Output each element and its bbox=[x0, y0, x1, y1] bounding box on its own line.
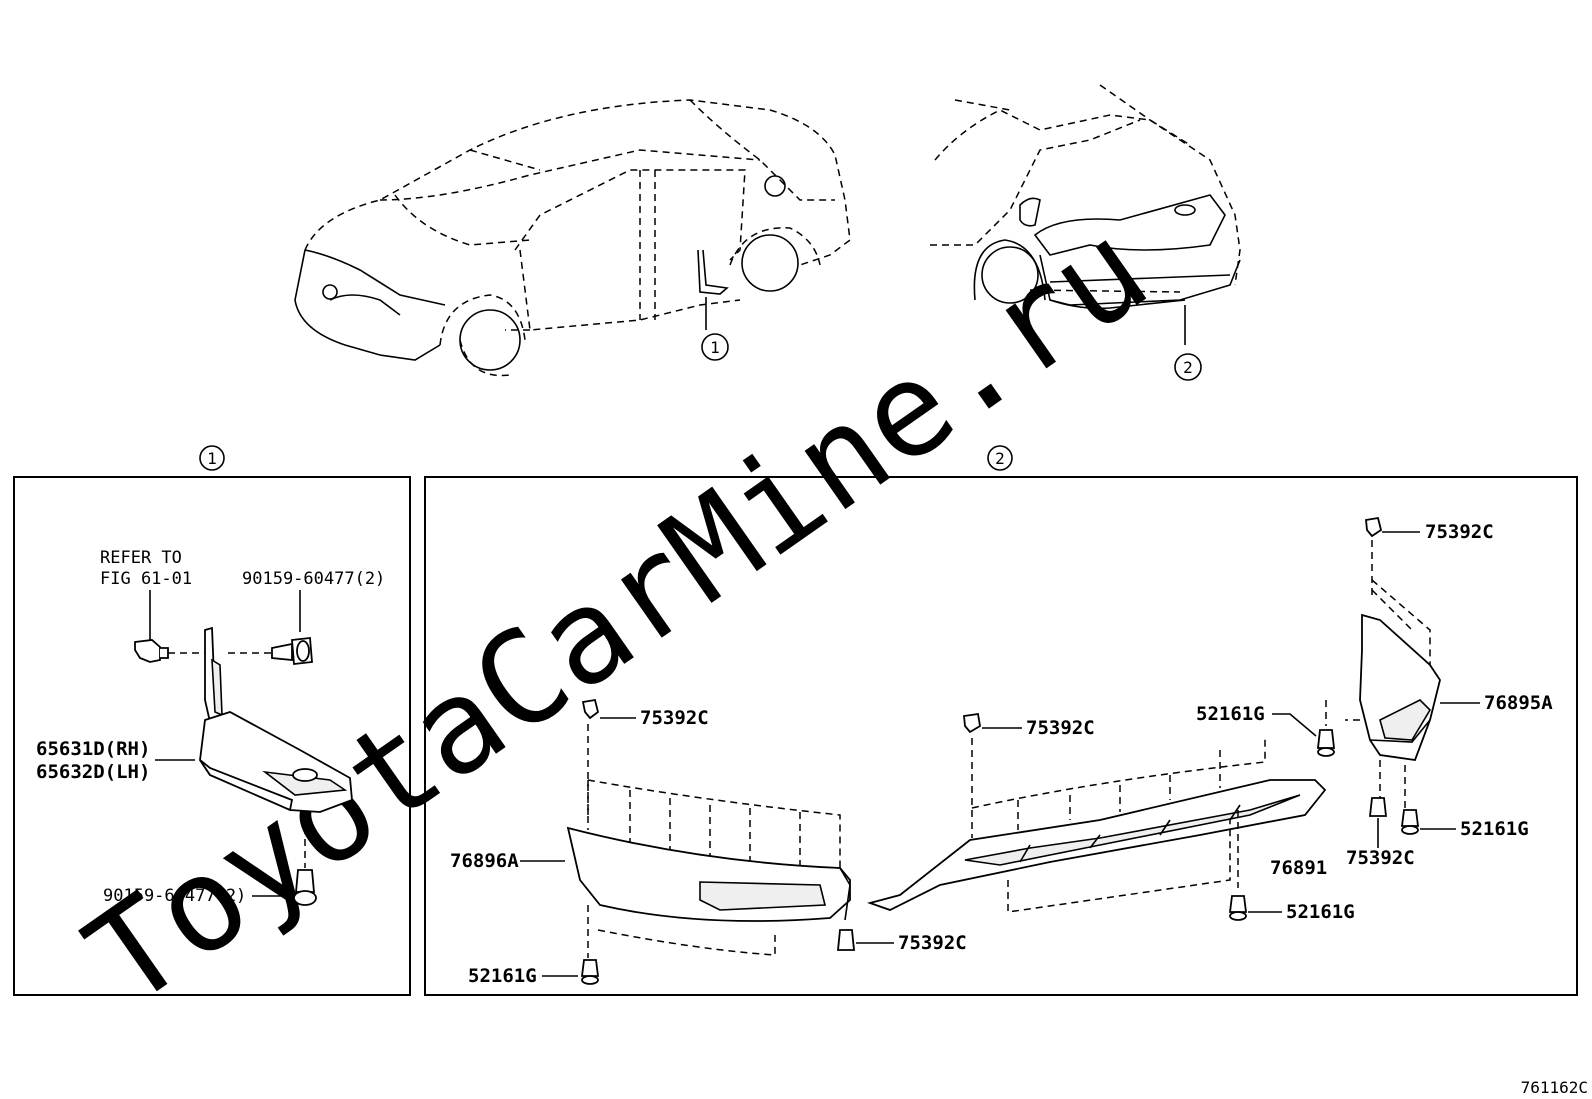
clip-center-bottom-label: 75392C bbox=[898, 932, 967, 954]
spoiler-right-label: 76895A bbox=[1484, 692, 1553, 714]
clip-left-top-icon bbox=[581, 698, 600, 720]
clip-center-mid-icon bbox=[1316, 729, 1336, 757]
clip-center-bottom-icon bbox=[837, 929, 855, 951]
bolt-bottom-label: 90159-60477(2) bbox=[103, 886, 246, 906]
panel-1-frame bbox=[13, 476, 411, 996]
bolt-top-label: 90159-60477(2) bbox=[242, 569, 385, 589]
clip-right-low-b-icon bbox=[1400, 809, 1420, 835]
refer-line-2: FIG 61-01 bbox=[100, 569, 192, 589]
clip-left-bottom-label: 52161G bbox=[468, 965, 537, 987]
spoiler-right bbox=[1359, 613, 1441, 761]
clip-center-low-icon bbox=[1228, 895, 1248, 921]
clip-left-bottom-icon bbox=[580, 959, 600, 985]
clip-center-low-label: 52161G bbox=[1286, 901, 1355, 923]
spoiler-center bbox=[866, 779, 1327, 911]
bolt-top-icon bbox=[271, 637, 313, 665]
clip-left-top-label: 75392C bbox=[640, 707, 709, 729]
clip-right-low-a-icon bbox=[1368, 797, 1388, 817]
clip-right-low-b-label: 52161G bbox=[1460, 818, 1529, 840]
part-lh-label: 65632D(LH) bbox=[36, 761, 150, 783]
svg-text:2: 2 bbox=[995, 449, 1005, 468]
svg-text:1: 1 bbox=[207, 449, 217, 468]
callout-1-panel: 1 bbox=[199, 445, 225, 471]
mudguard-bracket bbox=[199, 626, 353, 813]
clip-center-top-label: 75392C bbox=[1026, 717, 1095, 739]
spoiler-center-label: 76891 bbox=[1270, 857, 1327, 879]
callout-2-panel: 2 bbox=[987, 445, 1013, 471]
clip-right-top-icon bbox=[1365, 516, 1383, 538]
bolt-bottom-icon bbox=[293, 869, 317, 906]
svg-text:1: 1 bbox=[710, 338, 720, 357]
clip-center-top-icon bbox=[963, 712, 981, 734]
svg-text:2: 2 bbox=[1183, 358, 1193, 377]
clip-center-mid-label: 52161G bbox=[1196, 703, 1265, 725]
spoiler-left bbox=[566, 826, 851, 922]
car-rear-view bbox=[930, 84, 1241, 345]
car-front-view bbox=[294, 99, 851, 377]
refer-line-1: REFER TO bbox=[100, 548, 182, 568]
clip-right-low-a-label: 75392C bbox=[1346, 847, 1415, 869]
spoiler-left-label: 76896A bbox=[450, 850, 519, 872]
diagram-code: 761162C bbox=[1521, 1078, 1588, 1097]
callout-1-car: 1 bbox=[701, 333, 729, 361]
part-rh-label: 65631D(RH) bbox=[36, 738, 150, 760]
clip-refer-icon bbox=[134, 639, 169, 663]
panel-2-frame bbox=[424, 476, 1578, 996]
clip-right-top-label: 75392C bbox=[1425, 521, 1494, 543]
callout-2-car: 2 bbox=[1174, 353, 1202, 381]
